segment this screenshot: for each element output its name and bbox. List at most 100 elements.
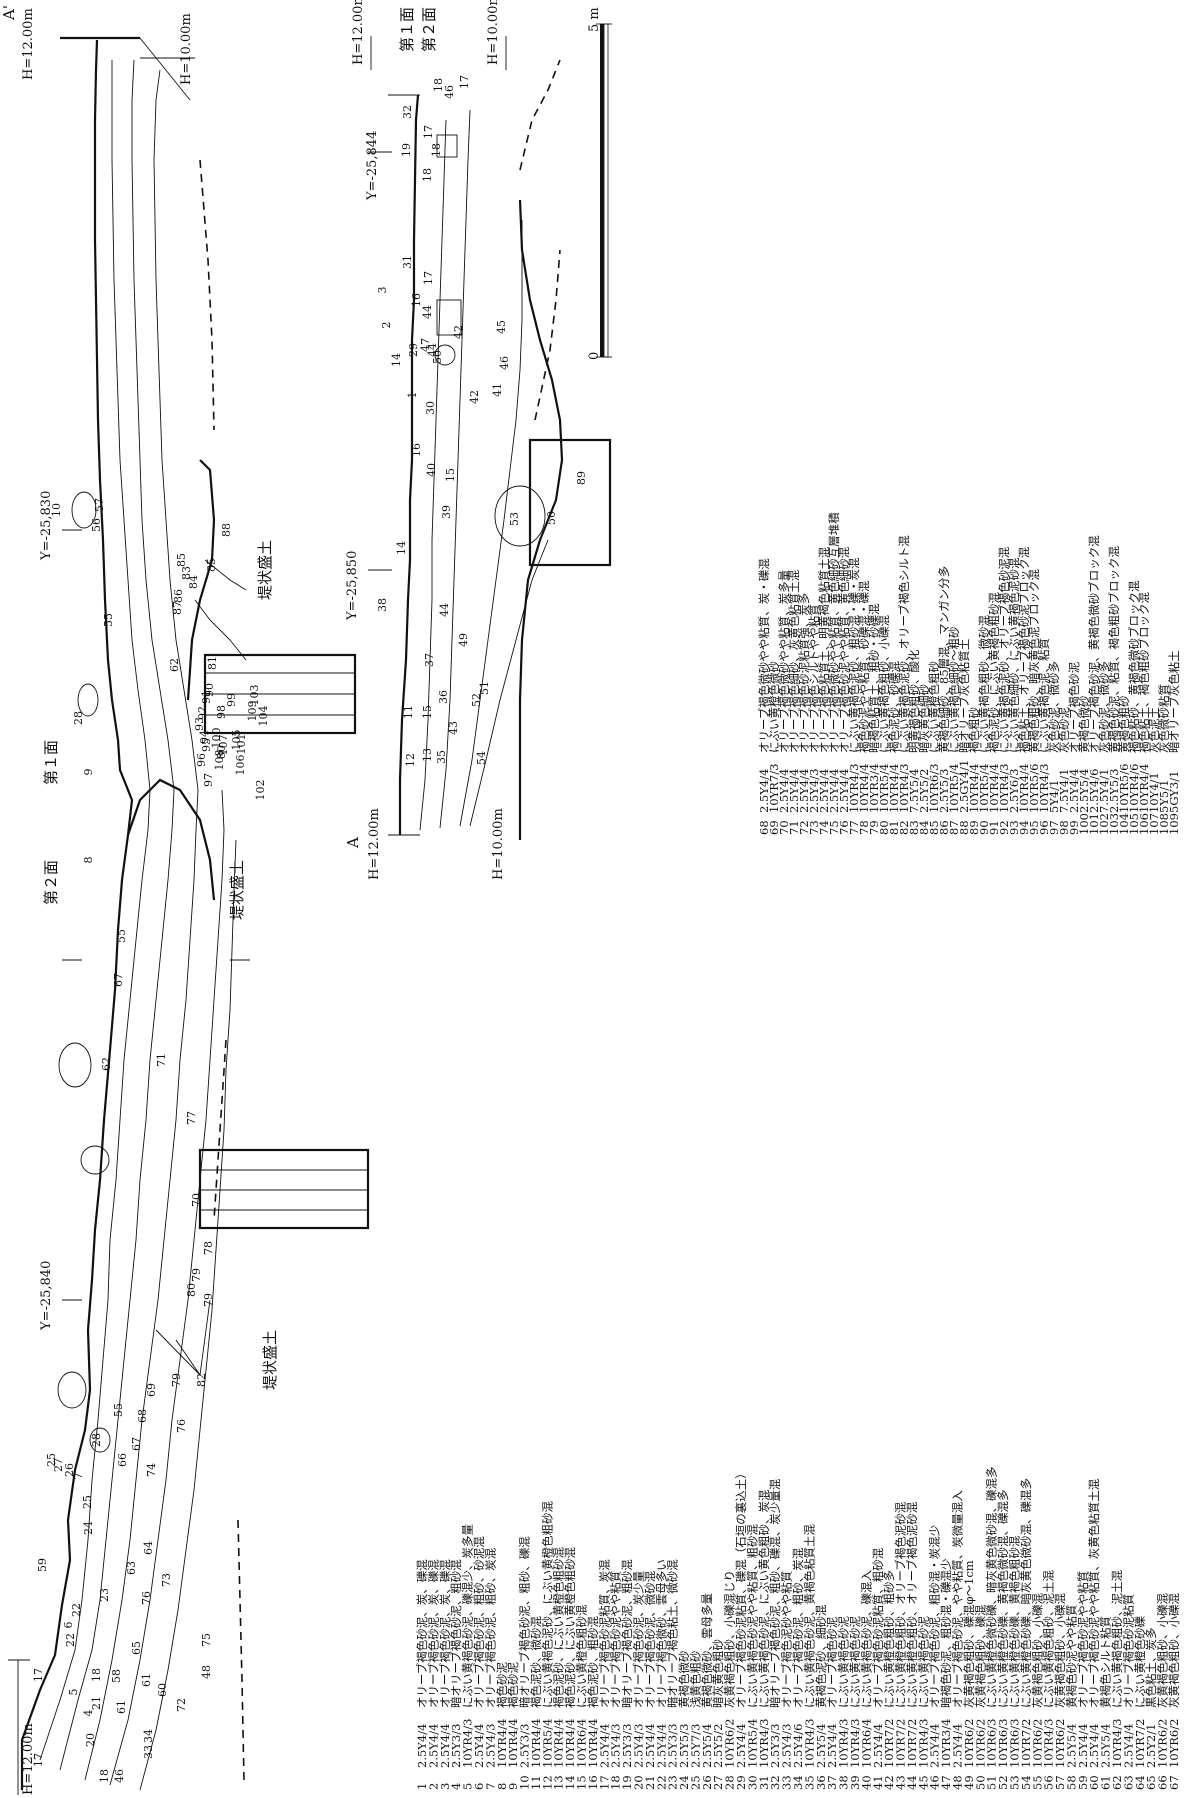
upper-layer-20: 20 (84, 1733, 97, 1747)
legend-munsell-code: 2.5Y3/3 (620, 1724, 634, 1768)
legend-number: 100 (1077, 813, 1091, 835)
legend-munsell-code: 10YR6/2 (1156, 1719, 1170, 1768)
legend-munsell-code: 2.5Y4/4 (1067, 769, 1081, 813)
legend-number: 91 (987, 820, 1001, 835)
legend-munsell-code: 10YR4/4 (1017, 764, 1031, 813)
lower-h-10: H=10.00m (491, 808, 506, 880)
legend-munsell-code: 10YR5/4 (977, 764, 991, 813)
legend-number: 89 (967, 820, 981, 835)
legend-number: 26 (700, 1775, 714, 1790)
legend-entry-4: 42.5Y3/3暗オリーブ褐色砂泥、粗砂混 (449, 1559, 463, 1790)
legend-description: オリーブ褐色砂泥粘質、礫混（石垣の裏込土） (734, 1467, 748, 1708)
upper-layer-103: 103 (248, 685, 261, 706)
legend-entry-87: 8710YR5/4にぶい黄褐色細砂～粗砂 (947, 626, 961, 835)
legend-number: 50 (973, 1775, 987, 1790)
legend-description: にぶい黄橙色微砂 (767, 661, 781, 753)
legend-number: 90 (977, 820, 991, 835)
legend-number: 42 (882, 1775, 896, 1790)
legend-number: 54 (1019, 1775, 1033, 1790)
legend-number: 62 (1110, 1775, 1124, 1790)
legend-entry-97: 975Y4/1灰色砂泥、微砂多 (1047, 661, 1061, 835)
upper-layer-78: 78 (202, 1241, 215, 1255)
upper-layer-75: 75 (200, 1633, 213, 1647)
legend-description: 褐色粘土、褐色粗砂ブロック混 (1137, 592, 1151, 753)
legend-number: 20 (632, 1775, 646, 1790)
legend-number: 71 (787, 820, 801, 835)
legend-description: オリーブ褐色砂泥やや粘質、黄色細砂混 (837, 546, 851, 753)
upper-layer-92: 92 (196, 706, 209, 720)
legend-entry-2: 22.5Y4/4オリーブ褐色砂泥、炭、礫混 (426, 1559, 440, 1790)
lower-layer-35: 35 (435, 750, 448, 764)
legend-munsell-code: 2.5Y4/4 (797, 769, 811, 813)
legend-description: 黄褐色微砂 (1077, 695, 1091, 753)
upper-layer-104: 104 (257, 706, 270, 727)
upper-layer-25: 25 (81, 1495, 94, 1509)
legend-entry-65: 652.5Y2/1黒色粘土、炭多 (1144, 1628, 1158, 1791)
legend-munsell-code: 10YR5/4 (877, 764, 891, 813)
legend-munsell-code: 10YR4/3 (847, 764, 861, 813)
upper-layer-59: 59 (36, 1558, 49, 1572)
legend-munsell-code: 2.5Y6/3 (1007, 769, 1021, 813)
legend-number: 98 (1057, 820, 1071, 835)
legend-munsell-code: 5GY3/1 (1167, 771, 1181, 813)
legend-description: にぶい黄橙色粗砂混 (575, 1604, 589, 1708)
legend-description: オリーブ褐色砂泥やや粘質 (609, 1571, 623, 1708)
legend-entry-102: 1027.5Y4/1灰色砂泥、微砂多 (1097, 661, 1111, 835)
legend-description: オリーブ褐色砂泥、微砂混 (643, 1570, 657, 1708)
legend-description: 黄褐色微砂 (677, 1650, 691, 1708)
legend-munsell-code: 10YR4/3 (802, 1719, 816, 1768)
upper-layer-60: 60 (156, 1683, 169, 1697)
legend-description: オリーブ褐色砂泥粘質、炭混 (597, 1559, 611, 1708)
lower-layer-17: 17 (422, 271, 435, 285)
legend-number: 12 (540, 1775, 554, 1790)
legend-munsell-code: 2.5Y4/6 (1087, 769, 1101, 813)
upper-layer-80: 80 (185, 1283, 198, 1297)
legend-description: 黒色粘土、炭多 (1144, 1628, 1158, 1709)
legend-entry-71: 712.5Y4/4オリーブ褐色細砂、灰黄色粘質土混 (787, 569, 801, 835)
upper-layer-66: 66 (116, 1453, 129, 1467)
lower-surface-1: 第１面 (398, 7, 416, 52)
legend-number: 7 (483, 1783, 497, 1790)
legend-description: オリーブ褐色砂泥粘質強、炭多 (797, 593, 811, 753)
legend-entry-84: 842.5Y5/2暗灰黄色細砂 (917, 684, 931, 835)
legend-number: 101 (1087, 813, 1101, 835)
upper-layer-24: 24 (82, 1521, 95, 1535)
legend-entry-51: 5110YR6/3にぶい黄橙色微砂礫、暗灰黄色微砂混、礫混多 (985, 1467, 999, 1791)
legend-entry-96: 9610YR4/3にぶい黄褐色泥、粘質 (1037, 638, 1051, 835)
legend-description: 褐色砂泥やや粘質、砂礫混・礫混 (857, 580, 871, 753)
legend-number: 37 (825, 1775, 839, 1790)
upper-layer-9: 9 (82, 769, 95, 776)
legend-number: 65 (1144, 1775, 1158, 1790)
legend-entry-30: 3010YR5/4にぶい黄褐色砂泥やや粘質、粗砂混 (745, 1524, 759, 1790)
legend-description: オリーブ褐色砂泥、炭、礫混 (438, 1559, 452, 1708)
legend-number: 49 (962, 1775, 976, 1790)
legend-number: 31 (757, 1775, 771, 1790)
legend-number: 67 (1167, 1775, 1181, 1790)
lower-layer-32: 32 (401, 105, 414, 119)
legend-number: 92 (997, 820, 1011, 835)
legend-entry-93: 932.5Y6/3にぶい黄色細砂、にぶい黄褐色泥砂混 (1007, 557, 1021, 835)
legend-description: にぶい黄褐色砂泥やや粘質、粗砂混 (745, 1524, 759, 1708)
upper-ground-surface (20, 39, 134, 1790)
legend-munsell-code: 10YR5/6 (1027, 764, 1041, 813)
legend-number: 51 (985, 1775, 999, 1790)
lower-layer-18: 18 (430, 143, 443, 157)
legend-description: にぶい黄褐色砂泥、礫混少、炭多量 (461, 1524, 475, 1708)
legend-entry-106: 10610YR4/4褐色粘土、褐色粗砂ブロック混 (1137, 592, 1151, 835)
upper-layer-70: 70 (190, 1193, 203, 1207)
legend-number: 68 (757, 820, 771, 835)
upper-layer-69: 69 (145, 1383, 158, 1397)
legend-entry-67: 6710YR6/2灰黄褐色粗砂、小礫混 (1167, 1593, 1181, 1790)
legend-entry-35: 3510YR4/3にぶい黄褐色砂泥、黄褐色粘質土混 (802, 1524, 816, 1790)
legend-description: 明黄褐色粗砂、酸化 (907, 649, 921, 753)
legend-entry-72: 722.5Y4/4オリーブ褐色砂泥粘質強、炭多 (797, 593, 811, 835)
upper-layer-105: 105 (230, 730, 243, 751)
legend-munsell-code: 10YR4/4 (857, 764, 871, 813)
lower-section: A H=12.00m H=10.00m H=12.00m H=10.00m Y=… (344, 0, 612, 880)
legend-munsell-code: 10YR4/3 (1042, 1719, 1056, 1768)
legend-entry-101: 1012.5Y4/6オリーブ褐色砂泥、黄褐色微砂ブロック混 (1087, 535, 1101, 835)
legend-number: 47 (939, 1775, 953, 1790)
legend-entry-43: 4310YR7/2にぶい黄橙色粗砂、オリーブ褐色泥砂混 (894, 1501, 908, 1790)
legend-munsell-code: 10YR4/4 (506, 1719, 520, 1768)
legend-number: 80 (877, 820, 891, 835)
